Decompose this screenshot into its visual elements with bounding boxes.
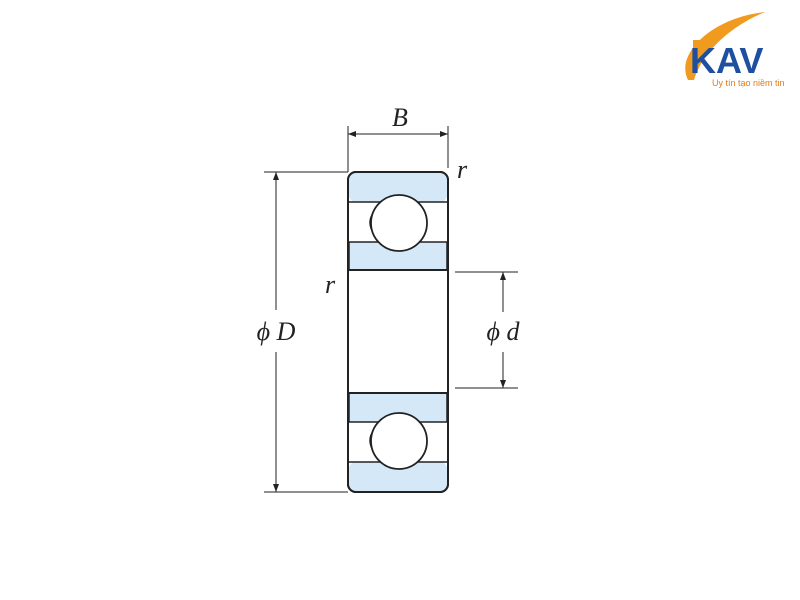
kav-logo: KAV Uy tín tạo niềm tin (685, 12, 785, 88)
label-radius-left: r (325, 270, 336, 299)
ball-bottom (370, 412, 428, 470)
outer-ring-top (349, 173, 447, 202)
svg-text:KAV: KAV (690, 40, 763, 81)
arrowheads (273, 131, 506, 492)
bearing-section (347, 171, 449, 493)
label-inner-diameter: ϕ d (487, 317, 521, 346)
label-radius-top: r (457, 155, 468, 184)
outer-ring-bottom (349, 462, 447, 491)
logo-tagline: Uy tín tạo niềm tin (712, 78, 785, 88)
ball-top (370, 194, 428, 252)
label-outer-diameter: ϕ D (257, 317, 296, 346)
label-width-b: B (392, 103, 408, 132)
